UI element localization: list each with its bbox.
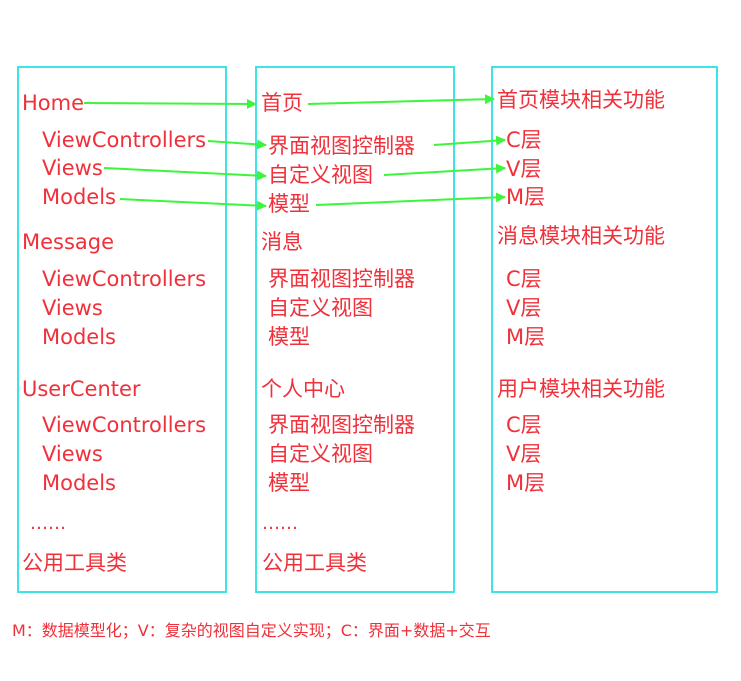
layer-column-box xyxy=(491,66,718,593)
module-column-box xyxy=(17,66,227,593)
user-m-layer: M层 xyxy=(506,471,546,495)
home-v-layer: V层 xyxy=(506,157,542,181)
ellipsis: …… xyxy=(30,513,66,534)
common-utilities: 公用工具类 xyxy=(22,551,127,575)
message-views-cn: 自定义视图 xyxy=(268,296,373,320)
home-models: Models xyxy=(42,185,116,209)
home-module-functions: 首页模块相关功能 xyxy=(497,88,665,112)
user-module-functions: 用户模块相关功能 xyxy=(497,377,665,401)
home-m-layer: M层 xyxy=(506,185,546,209)
usercenter-viewcontrollers-cn: 界面视图控制器 xyxy=(268,413,415,437)
ellipsis-cn: …… xyxy=(262,513,298,534)
module-message: Message xyxy=(22,230,115,254)
user-v-layer: V层 xyxy=(506,442,542,466)
message-views: Views xyxy=(42,296,103,320)
message-v-layer: V层 xyxy=(506,296,542,320)
usercenter-viewcontrollers: ViewControllers xyxy=(42,413,207,437)
message-viewcontrollers: ViewControllers xyxy=(42,267,207,291)
module-message-cn: 消息 xyxy=(261,230,303,254)
common-utilities-cn: 公用工具类 xyxy=(262,551,367,575)
home-views-cn: 自定义视图 xyxy=(268,163,373,187)
module-usercenter: UserCenter xyxy=(22,377,141,401)
chinese-module-column-box xyxy=(255,66,455,593)
home-viewcontrollers-cn: 界面视图控制器 xyxy=(268,134,415,158)
message-models-cn: 模型 xyxy=(268,325,310,349)
message-module-functions: 消息模块相关功能 xyxy=(497,224,665,248)
home-c-layer: C层 xyxy=(506,128,542,152)
usercenter-views-cn: 自定义视图 xyxy=(268,442,373,466)
legend-text: M：数据模型化；V：复杂的视图自定义实现；C：界面+数据+交互 xyxy=(12,621,491,640)
home-models-cn: 模型 xyxy=(268,192,310,216)
message-m-layer: M层 xyxy=(506,325,546,349)
usercenter-models-cn: 模型 xyxy=(268,471,310,495)
module-home: Home xyxy=(22,91,85,115)
user-c-layer: C层 xyxy=(506,413,542,437)
message-models: Models xyxy=(42,325,116,349)
home-viewcontrollers: ViewControllers xyxy=(42,128,207,152)
module-home-cn: 首页 xyxy=(261,91,303,115)
message-viewcontrollers-cn: 界面视图控制器 xyxy=(268,267,415,291)
usercenter-models: Models xyxy=(42,471,116,495)
message-c-layer: C层 xyxy=(506,267,542,291)
usercenter-views: Views xyxy=(42,442,103,466)
home-views: Views xyxy=(42,156,103,180)
module-usercenter-cn: 个人中心 xyxy=(261,377,345,401)
